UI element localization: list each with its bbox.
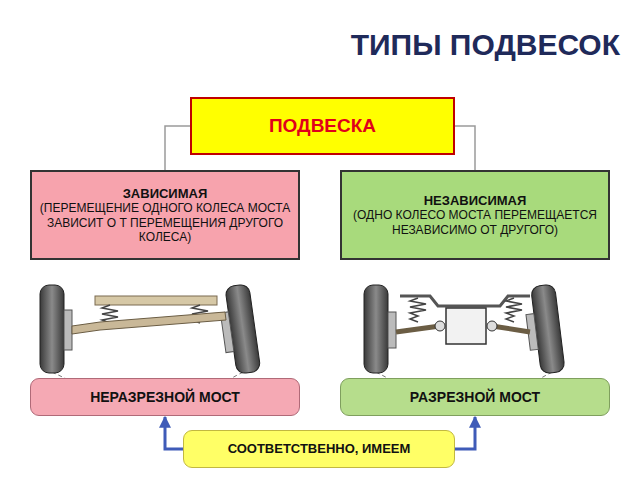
body-frame	[95, 296, 217, 305]
wheel	[364, 285, 388, 373]
result-box: НЕРАЗРЕЗНОЙ МОСТ	[30, 378, 300, 416]
pointer-arrow	[165, 417, 183, 449]
box-heading: СООТВЕТСТВЕННО, ИМЕЕМ	[228, 441, 411, 457]
pivot	[435, 321, 445, 331]
box-heading: НЕЗАВИСИМАЯ	[424, 193, 527, 209]
box-description: (ПЕРЕМЕЩЕНИЕ ОДНОГО КОЛЕСА МОСТА ЗАВИСИТ…	[38, 201, 292, 244]
wheel	[40, 285, 64, 373]
root-box: ПОДВЕСКА	[190, 97, 455, 155]
spring	[506, 298, 522, 322]
spring	[410, 298, 426, 322]
category-box: ЗАВИСИМАЯ(ПЕРЕМЕЩЕНИЕ ОДНОГО КОЛЕСА МОСТ…	[30, 170, 300, 260]
differential-housing	[446, 308, 486, 344]
box-heading: ПОДВЕСКА	[269, 115, 376, 138]
box-heading: ЗАВИСИМАЯ	[123, 186, 208, 202]
swing-arm	[396, 326, 440, 332]
box-description: (ОДНО КОЛЕСО МОСТА ПЕРЕМЕЩАЕТСЯ НЕЗАВИСИ…	[348, 208, 602, 237]
branch-line	[165, 126, 190, 170]
wheel-hub	[388, 312, 396, 348]
page-title: ТИПЫ ПОДВЕСОК	[260, 28, 620, 62]
swing-arm	[492, 326, 530, 332]
branch-line	[455, 126, 475, 170]
box-heading: РАЗРЕЗНОЙ МОСТ	[410, 389, 540, 406]
pointer-arrow	[455, 417, 475, 449]
note-box: СООТВЕТСТВЕННО, ИМЕЕМ	[183, 430, 455, 468]
pivot	[487, 321, 497, 331]
solid-axle	[72, 312, 226, 334]
category-box: НЕЗАВИСИМАЯ(ОДНО КОЛЕСО МОСТА ПЕРЕМЕЩАЕТ…	[340, 170, 610, 260]
box-heading: НЕРАЗРЕЗНОЙ МОСТ	[90, 389, 240, 406]
result-box: РАЗРЕЗНОЙ МОСТ	[340, 378, 610, 416]
wheel-hub	[64, 310, 72, 350]
